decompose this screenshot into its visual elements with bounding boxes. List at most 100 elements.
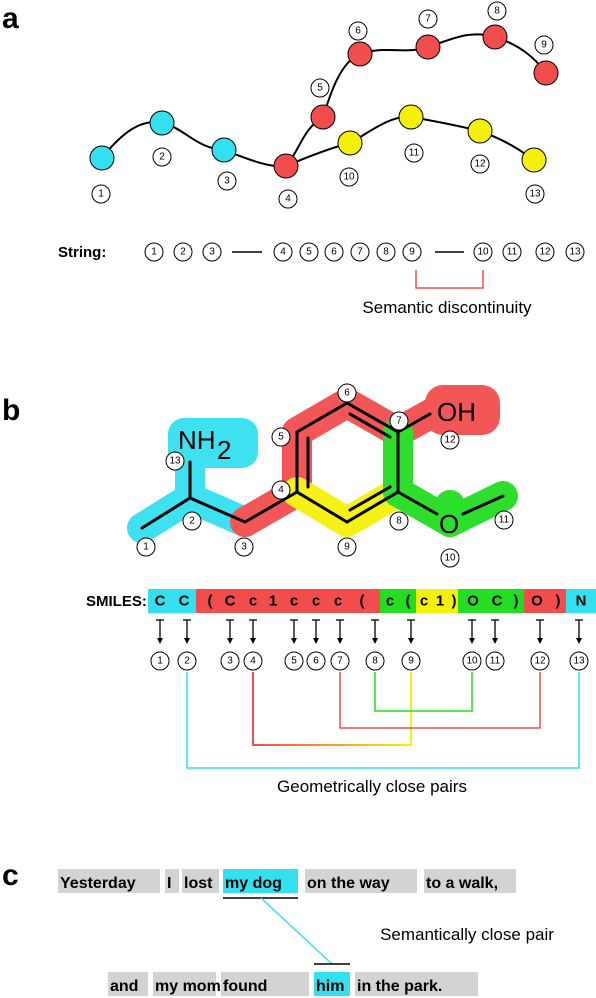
smiles-index-1: 1 [150, 651, 170, 671]
svg-text:1: 1 [151, 247, 157, 258]
svg-text:1: 1 [98, 189, 104, 200]
nh2-group: NH 2 [178, 425, 231, 465]
geometrically-close-caption: Geometrically close pairs [277, 777, 467, 796]
smiles-token: c [249, 593, 257, 610]
smiles-token: ) [514, 593, 519, 610]
svg-text:3: 3 [224, 176, 230, 187]
node-label-13: 13 [525, 184, 545, 204]
svg-text:10: 10 [444, 553, 456, 564]
smiles-index-6: 6 [306, 651, 326, 671]
svg-text:10: 10 [343, 172, 355, 183]
smiles-index-9: 9 [401, 651, 421, 671]
smiles-token: C [155, 593, 166, 610]
word: found [223, 978, 267, 995]
svg-text:7: 7 [396, 416, 402, 427]
svg-text:13: 13 [573, 656, 585, 667]
word: on the way [307, 875, 390, 892]
smiles-index-2: 2 [177, 651, 197, 671]
string-token-5: 5 [299, 242, 319, 262]
svg-text:9: 9 [541, 40, 547, 51]
smiles-index-12: 12 [530, 651, 550, 671]
svg-text:8: 8 [494, 6, 500, 17]
sentence-line-2: and my mom found him in the park. [108, 972, 478, 996]
smiles-index-11: 11 [485, 651, 505, 671]
svg-text:5: 5 [317, 83, 323, 94]
arrow-head [576, 638, 582, 644]
node-12 [467, 118, 493, 144]
arrow-head [227, 638, 233, 644]
svg-text:5: 5 [306, 247, 312, 258]
smiles-token: N [576, 593, 587, 610]
smiles-index-13: 13 [569, 651, 589, 671]
arrow-head [157, 638, 163, 644]
svg-text:6: 6 [355, 26, 361, 37]
semantically-close-caption: Semantically close pair [380, 925, 554, 944]
svg-text:13: 13 [169, 456, 181, 467]
smiles-token: C [225, 593, 236, 610]
string-token-1: 1 [144, 242, 164, 262]
string-token-6: 6 [324, 242, 344, 262]
svg-text:9: 9 [408, 656, 414, 667]
node-label-3: 3 [217, 171, 237, 191]
mol-num-7: 7 [389, 411, 409, 431]
svg-text:8: 8 [383, 247, 389, 258]
close-pair-2-13 [186, 672, 580, 769]
discontinuity-bracket [415, 270, 484, 289]
svg-text:7: 7 [425, 14, 431, 25]
smiles-token: c [290, 593, 298, 610]
node-label-2: 2 [152, 147, 172, 167]
semantic-link [260, 897, 333, 965]
arrow-head [469, 638, 475, 644]
string-token-3: 3 [202, 242, 222, 262]
close-pair-4-9 [252, 672, 412, 746]
chain-curve-main [101, 33, 547, 168]
node-label-5: 5 [310, 78, 330, 98]
node-label-1: 1 [91, 184, 111, 204]
svg-text:10: 10 [477, 247, 489, 258]
svg-text:1: 1 [157, 656, 163, 667]
close-pair-8-10 [374, 672, 473, 712]
svg-text:2: 2 [189, 516, 195, 527]
mol-num-2: 2 [182, 511, 202, 531]
arrow-head [408, 638, 414, 644]
sentence-line-1: Yesterday I lost my dog on the way to a … [58, 869, 516, 893]
svg-text:12: 12 [474, 159, 486, 170]
arrow-head [291, 638, 297, 644]
word: my mom [155, 978, 221, 995]
smiles-index-10: 10 [462, 651, 482, 671]
svg-text:6: 6 [331, 247, 337, 258]
panel-c-label: c [2, 859, 19, 892]
node-7 [415, 34, 441, 60]
svg-text:11: 11 [507, 247, 518, 258]
node-label-8: 8 [487, 1, 507, 21]
node-1 [89, 145, 115, 171]
node-label-11: 11 [404, 143, 424, 163]
smiles-index-7: 7 [330, 651, 350, 671]
mol-num-3: 3 [234, 537, 254, 557]
smiles-token: c [386, 593, 394, 610]
smiles-index-5: 5 [284, 651, 304, 671]
svg-text:2: 2 [159, 152, 165, 163]
semantic-discontinuity-caption: Semantic discontinuity [362, 298, 532, 317]
arrow-head [492, 638, 498, 644]
svg-text:2: 2 [217, 435, 231, 465]
smiles-token: c [420, 593, 428, 610]
svg-text:7: 7 [337, 656, 343, 667]
mol-num-10: 10 [440, 548, 460, 568]
mol-num-9: 9 [337, 537, 357, 557]
smiles-token: ( [360, 593, 365, 610]
word: him [316, 978, 344, 995]
mol-num-6: 6 [337, 383, 357, 403]
node-13 [521, 147, 547, 173]
word: and [110, 978, 138, 995]
panel-b-label: b [2, 394, 20, 427]
smiles-token: c [334, 593, 342, 610]
svg-text:4: 4 [278, 485, 284, 496]
word: I [167, 875, 171, 892]
mol-num-1: 1 [136, 537, 156, 557]
svg-text:13: 13 [529, 189, 541, 200]
svg-text:11: 11 [490, 656, 501, 667]
word: in the park. [357, 978, 442, 995]
panel-a-label: a [2, 2, 19, 35]
